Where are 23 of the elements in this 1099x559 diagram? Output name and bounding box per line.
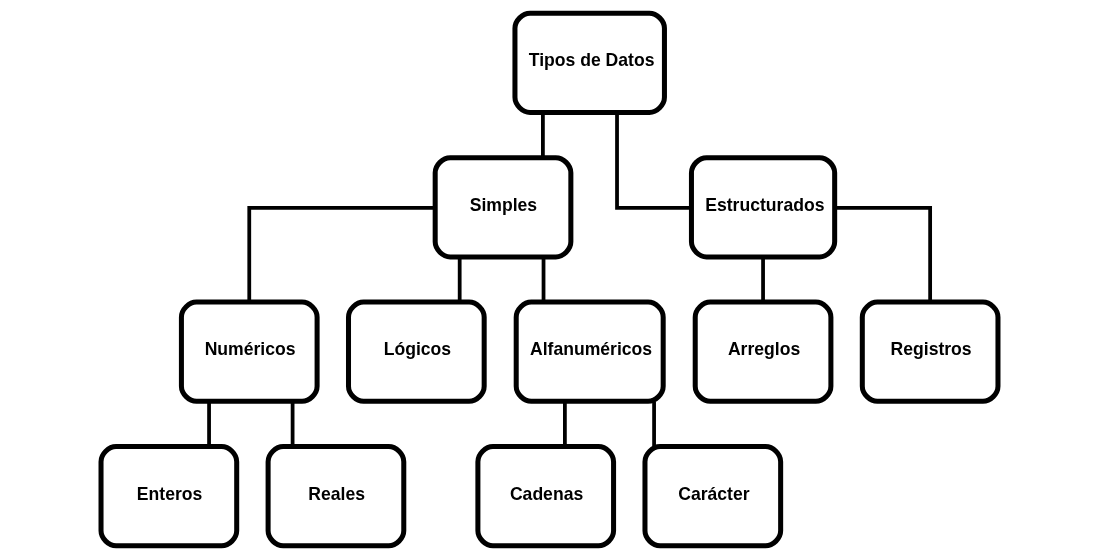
- connector: [834, 206, 933, 302]
- connector: [652, 401, 656, 447]
- connector: [541, 112, 545, 158]
- connector: [247, 206, 435, 302]
- connector: [615, 112, 692, 210]
- connector: [207, 401, 211, 447]
- node-box: Enteros: [98, 444, 240, 549]
- node-box: Reales: [265, 444, 407, 549]
- connector: [761, 257, 765, 302]
- node-box: Cadenas: [475, 444, 617, 549]
- node-box: Lógicos: [346, 299, 487, 404]
- connector: [563, 401, 567, 447]
- node-box: Arreglos: [692, 299, 834, 404]
- node-box: Carácter: [642, 444, 784, 549]
- node-box: Simples: [432, 155, 574, 260]
- connector: [457, 257, 462, 302]
- node-box: Numéricos: [178, 299, 320, 404]
- connector: [290, 401, 295, 447]
- node-box: Registros: [859, 299, 1001, 404]
- node-box: Alfanuméricos: [513, 299, 666, 404]
- node-box: Tipos de Datos: [512, 10, 667, 115]
- node-box: Estructurados: [688, 155, 838, 260]
- connector: [541, 257, 546, 302]
